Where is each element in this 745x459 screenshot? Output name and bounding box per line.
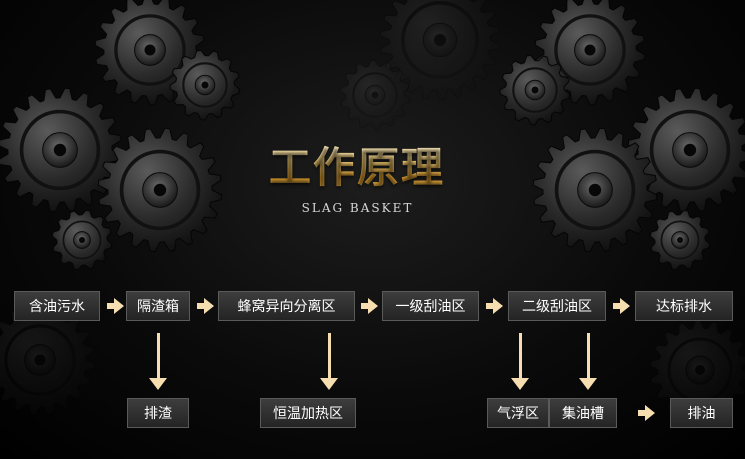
gear-icon [627, 87, 745, 213]
arrow-right-icon [197, 298, 214, 314]
gear-icon [649, 209, 711, 271]
gear-icon [0, 87, 123, 213]
gear-icon [51, 209, 113, 271]
gear-icon [97, 127, 223, 253]
gear-icon [339, 59, 411, 131]
step-secondary-skimming: 二级刮油区 [508, 291, 606, 321]
arrow-right-icon [361, 298, 378, 314]
arrow-right-icon [107, 298, 124, 314]
step-heating-zone: 恒温加热区 [260, 398, 356, 428]
arrow-down-icon [511, 333, 529, 390]
step-flotation-zone: 气浮区 [487, 398, 549, 428]
step-oil-discharge: 排油 [670, 398, 733, 428]
step-slag-box: 隔渣箱 [126, 291, 190, 321]
step-compliant-discharge: 达标排水 [635, 291, 733, 321]
page-subtitle: SLAG BASKET [301, 201, 414, 215]
gear-icon [379, 0, 501, 101]
page-title: 工作原理 [252, 142, 462, 194]
arrow-down-icon [149, 333, 167, 390]
arrow-down-icon [579, 333, 597, 390]
gear-icon [169, 49, 241, 121]
arrow-down-icon [320, 333, 338, 390]
arrow-right-icon [638, 405, 655, 421]
step-oil-collection-tank: 集油槽 [549, 398, 617, 428]
step-oily-wastewater: 含油污水 [14, 291, 100, 321]
gear-icon [532, 127, 658, 253]
gear-icon [499, 54, 571, 126]
step-slag-discharge: 排渣 [127, 398, 189, 428]
arrow-right-icon [486, 298, 503, 314]
arrow-right-icon [613, 298, 630, 314]
step-primary-skimming: 一级刮油区 [382, 291, 479, 321]
step-honeycomb-separation: 蜂窝异向分离区 [218, 291, 355, 321]
